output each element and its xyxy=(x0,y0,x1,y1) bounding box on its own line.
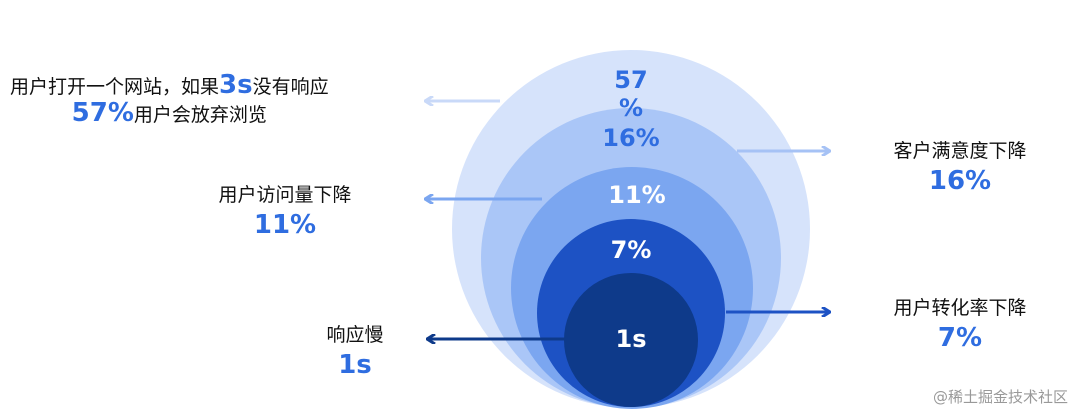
abandon-3s: 3s xyxy=(219,70,253,100)
circle-label-16: 16% xyxy=(602,124,660,152)
annotation-conversion: 用户转化率下降 7% xyxy=(865,295,1055,355)
annotation-satisfaction: 客户满意度下降 16% xyxy=(865,138,1055,198)
conversion-value: 7% xyxy=(937,323,983,353)
annotation-visits: 用户访问量下降 11% xyxy=(200,182,370,242)
visits-value: 11% xyxy=(253,210,317,240)
circle-label-57: 57 % xyxy=(614,66,648,122)
conversion-text: 用户转化率下降 xyxy=(893,297,1027,319)
slow-text: 响应慢 xyxy=(326,324,384,346)
annotation-abandon: 用户打开一个网站，如果3s没有响应 57%用户会放弃浏览 xyxy=(10,72,329,128)
circle-label-7: 7% xyxy=(610,236,652,264)
slow-value: 1s xyxy=(338,350,372,380)
visits-text: 用户访问量下降 xyxy=(218,184,352,206)
abandon-text-b: 用户会放弃浏览 xyxy=(133,104,267,126)
abandon-text-c: 没有响应 xyxy=(252,76,329,98)
circle-1s xyxy=(564,273,698,407)
annotation-slow: 响应慢 1s xyxy=(300,322,410,382)
abandon-57: 57% xyxy=(71,98,134,128)
satisfaction-text: 客户满意度下降 xyxy=(893,140,1027,162)
satisfaction-value: 16% xyxy=(928,166,992,196)
abandon-text-a: 用户打开一个网站，如果 xyxy=(10,76,220,98)
circle-label-1s: 1s xyxy=(615,325,647,353)
watermark: @稀土掘金技术社区 xyxy=(932,388,1068,406)
circle-label-11: 11% xyxy=(608,181,666,209)
